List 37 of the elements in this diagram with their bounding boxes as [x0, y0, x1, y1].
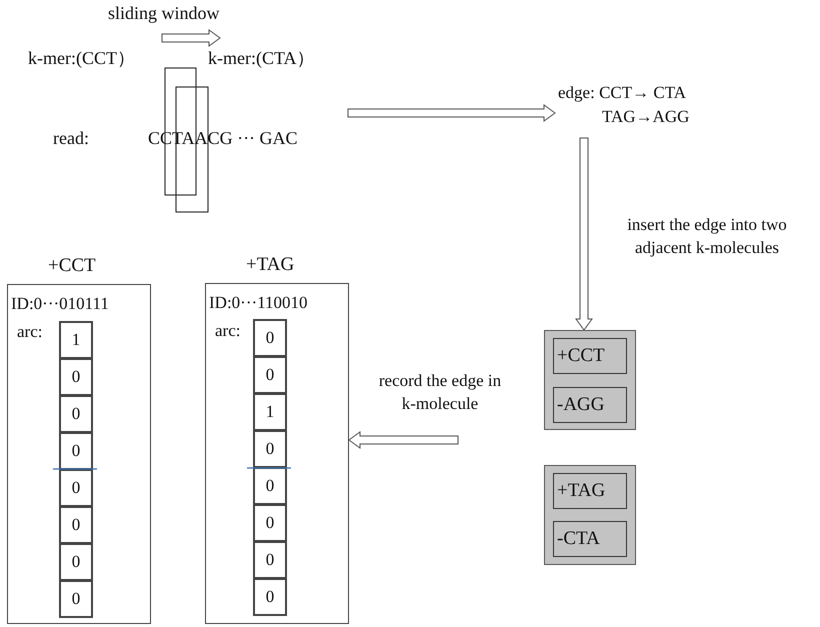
bit-cell: 0 [253, 541, 287, 579]
bit-cell: 0 [59, 358, 93, 396]
edge-text: edge: CCT→ CTA [558, 84, 686, 103]
node-title: +CCT [48, 256, 96, 277]
k-molecule-box [544, 465, 636, 565]
bit-cell: 0 [253, 430, 287, 468]
bit-cell: 0 [59, 432, 93, 470]
kmer-box: +CCT [553, 338, 627, 374]
arc-label: arc: [17, 323, 42, 342]
bit-cell: 0 [253, 578, 287, 616]
bit-cell: 0 [59, 580, 93, 618]
edge-text: TAG→AGG [602, 108, 690, 127]
id-text: ID:0···010111 [11, 295, 109, 314]
bit-cell: 0 [253, 504, 287, 542]
hollow-arrow [348, 104, 556, 122]
bit-cell: 1 [59, 321, 93, 359]
bit-cell: 0 [59, 395, 93, 433]
kmer-label: k-mer:(CCT） [28, 49, 135, 69]
kmer-box: -CTA [553, 521, 627, 557]
arc-label: arc: [215, 322, 240, 341]
read-label: read: [53, 129, 89, 149]
bit-cell: 0 [59, 506, 93, 544]
id-text: ID:0···110010 [209, 294, 308, 313]
k-molecule-box [544, 330, 636, 430]
bit-cell: 0 [59, 469, 93, 507]
bit-cell: 0 [253, 356, 287, 394]
kmer-box: +TAG [553, 473, 627, 509]
bit-cell: 0 [253, 319, 287, 357]
bit-cell: 1 [253, 393, 287, 431]
bit-cell: 0 [59, 543, 93, 581]
hollow-arrow [575, 138, 593, 331]
bit-cell: 0 [253, 467, 287, 505]
window-label: sliding window [108, 4, 220, 24]
kmer-label: k-mer:(CTA） [208, 49, 315, 69]
kmer-box: -AGG [553, 387, 627, 423]
node-title: +TAG [246, 255, 294, 276]
hollow-arrow [348, 431, 458, 449]
